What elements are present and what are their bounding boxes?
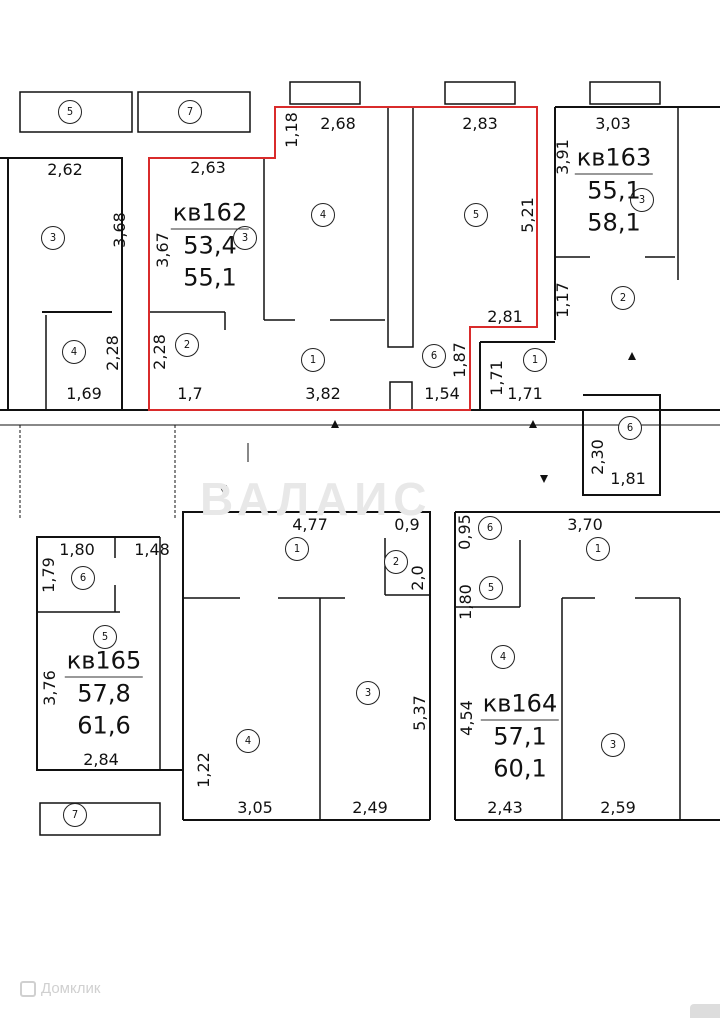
living-area: 57,8: [77, 679, 131, 708]
apartment-label-162: кв162 53,4 55,1: [170, 197, 250, 294]
dimension-label: 5,37: [410, 695, 429, 731]
room-number: 4: [311, 203, 335, 227]
house-icon: [20, 980, 36, 997]
room-number: 6: [618, 416, 642, 440]
dimension-label: 2,30: [588, 439, 607, 475]
room-number: 2: [384, 550, 408, 574]
room-number: 1: [301, 348, 325, 372]
apartment-label-163: кв163 55,1 58,1: [574, 142, 654, 239]
apartment-number: кв162: [170, 197, 250, 230]
room-number: 5: [93, 625, 117, 649]
total-area: 60,1: [493, 754, 547, 783]
dimension-label: 3,05: [237, 798, 273, 817]
dimension-label: 3,76: [40, 670, 59, 706]
dimension-label: 2,83: [462, 114, 498, 133]
room-number: 3: [233, 226, 257, 250]
dimension-label: 2,28: [150, 334, 169, 370]
room-number: 7: [63, 803, 87, 827]
dimension-label: 3,70: [567, 515, 603, 534]
apartment-number: кв165: [64, 645, 144, 678]
dimension-label: 1,80: [59, 540, 95, 559]
watermark: ВАЛАИС: [200, 473, 433, 525]
room-number: 2: [175, 333, 199, 357]
dimension-label: 4,77: [292, 515, 328, 534]
dimension-label: 3,82: [305, 384, 341, 403]
room-number: 2: [611, 286, 635, 310]
apartment-label-164: кв164 57,1 60,1: [480, 688, 560, 785]
total-area: 55,1: [183, 263, 237, 292]
dimension-label: 0,95: [455, 514, 474, 550]
total-area: 61,6: [77, 711, 131, 740]
room-number: 4: [491, 645, 515, 669]
dimension-label: 4,54: [457, 700, 476, 736]
living-area: 57,1: [493, 722, 547, 751]
room-number: 5: [464, 203, 488, 227]
dimension-label: 1,71: [507, 384, 543, 403]
room-number: 6: [71, 566, 95, 590]
dimension-label: 1,69: [66, 384, 102, 403]
dimension-label: 2,59: [600, 798, 636, 817]
dimension-label: 2,81: [487, 307, 523, 326]
dimension-label: 3,91: [553, 139, 572, 175]
corner-tab: [690, 1004, 720, 1018]
room-number: 7: [178, 100, 202, 124]
living-area: 55,1: [587, 176, 641, 205]
room-number: 5: [479, 576, 503, 600]
dimension-label: 1,48: [134, 540, 170, 559]
dimension-label: 1,81: [610, 469, 646, 488]
room-number: 3: [41, 226, 65, 250]
dimension-label: 2,68: [320, 114, 356, 133]
dimension-label: 5,21: [518, 197, 537, 233]
logo-text: Домклик: [41, 980, 101, 997]
dimension-label: 1,87: [450, 342, 469, 378]
dimension-label: 1,22: [194, 752, 213, 788]
dimension-label: 2,49: [352, 798, 388, 817]
dimension-label: 1,71: [487, 360, 506, 396]
dimension-label: 2,62: [47, 160, 83, 179]
room-number: 1: [523, 348, 547, 372]
dimension-label: 3,03: [595, 114, 631, 133]
dimension-label: 3,68: [110, 212, 129, 248]
total-area: 58,1: [587, 208, 641, 237]
room-number: 3: [601, 733, 625, 757]
room-number: 1: [285, 537, 309, 561]
dimension-label: 1,79: [39, 557, 58, 593]
dimension-label: 1,7: [177, 384, 203, 403]
dimension-label: 0,9: [394, 515, 420, 534]
dimension-label: 2,0: [408, 565, 427, 591]
dimension-label: 2,43: [487, 798, 523, 817]
dimension-label: 2,28: [103, 335, 122, 371]
room-number: 4: [236, 729, 260, 753]
apartment-label-165: кв165 57,8 61,6: [64, 645, 144, 742]
dimension-label: 2,63: [190, 158, 226, 177]
room-number: 3: [356, 681, 380, 705]
room-number: 5: [58, 100, 82, 124]
room-number: 6: [422, 344, 446, 368]
dimension-label: 1,80: [456, 584, 475, 620]
room-number: 3: [630, 188, 654, 212]
domclick-logo: Домклик: [20, 980, 100, 997]
dimension-label: 1,54: [424, 384, 460, 403]
room-number: 1: [586, 537, 610, 561]
dimension-label: 2,84: [83, 750, 119, 769]
room-number: 4: [62, 340, 86, 364]
dimension-label: 1,17: [553, 282, 572, 318]
apartment-number: кв163: [574, 142, 654, 175]
dimension-label: 1,18: [282, 112, 301, 148]
room-number: 6: [478, 516, 502, 540]
living-area: 53,4: [183, 231, 237, 260]
apartment-number: кв164: [480, 688, 560, 721]
dimension-label: 3,67: [153, 232, 172, 268]
